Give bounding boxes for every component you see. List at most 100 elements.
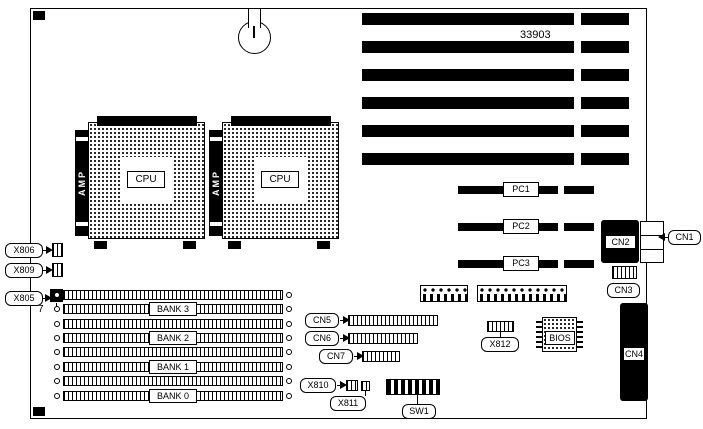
connector-label-sw1: SW1 bbox=[402, 404, 436, 419]
simm-slot-2-latch-left bbox=[54, 306, 60, 312]
simm-slot-3 bbox=[63, 319, 283, 329]
cn3-connector bbox=[612, 266, 637, 279]
connector-label-cn5: CN5 bbox=[305, 313, 339, 328]
pci-slot-2-label: PC2 bbox=[503, 219, 539, 234]
simm-slot-8-latch-left bbox=[54, 393, 60, 399]
simm-slot-7 bbox=[63, 376, 283, 386]
sw1-leader bbox=[417, 395, 418, 404]
cpu-1-pad-left bbox=[94, 241, 107, 249]
expansion-slot-6-segment-b bbox=[581, 153, 629, 165]
simm-slot-3-latch-right bbox=[286, 321, 292, 327]
cpu-2-amp-notch-bottom bbox=[210, 222, 222, 226]
pci-slot-1-segment-b bbox=[564, 186, 594, 194]
expansion-slot-2-segment-b bbox=[581, 41, 629, 53]
connector-label-x805: X805 bbox=[5, 291, 43, 306]
cpu-2-pad-right bbox=[317, 241, 330, 249]
x806-connector bbox=[52, 243, 63, 257]
expansion-slot-1-segment-a bbox=[362, 13, 574, 25]
connector-label-x806: X806 bbox=[5, 243, 43, 258]
simm-slot-5-latch-right bbox=[286, 349, 292, 355]
cn7-arrow bbox=[354, 352, 364, 360]
pci-slot-3-segment-b bbox=[564, 260, 594, 268]
x805-arrow bbox=[43, 294, 52, 302]
cn6-arrow bbox=[340, 334, 350, 342]
cpu-2-amp-notch-top bbox=[210, 137, 222, 141]
memory-bank-2-label: BANK 2 bbox=[149, 331, 197, 345]
x812-connector bbox=[487, 321, 514, 332]
cpu-1-amp-notch-bottom bbox=[76, 222, 88, 226]
connector-label-x809: X809 bbox=[5, 263, 43, 278]
cn7-connector bbox=[362, 351, 400, 362]
x812-leader bbox=[500, 332, 501, 337]
cn1-arrow bbox=[658, 233, 668, 241]
pin7-leader bbox=[56, 303, 57, 308]
simm-slot-1-latch-right bbox=[286, 292, 292, 298]
cn1-connector-divider-1 bbox=[641, 235, 663, 236]
cn2-label: CN2 bbox=[605, 235, 636, 249]
simm-slot-7-latch-left bbox=[54, 378, 60, 384]
connector-label-cn3: CN3 bbox=[607, 283, 640, 298]
connector-label-cn1: CN1 bbox=[668, 230, 701, 245]
mounting-pad-top-left bbox=[33, 11, 45, 20]
simm-slot-4-latch-left bbox=[54, 335, 60, 341]
sw1-dip-switch bbox=[386, 379, 440, 395]
expansion-slot-4-segment-b bbox=[581, 97, 629, 109]
bios-label: BIOS bbox=[545, 331, 575, 345]
simm-slot-4-latch-right bbox=[286, 335, 292, 341]
simm-slot-5-latch-left bbox=[54, 349, 60, 355]
cn1-connector bbox=[640, 221, 664, 263]
cn6-connector bbox=[348, 333, 418, 344]
simm-slot-2-latch-right bbox=[286, 306, 292, 312]
expansion-slot-6-segment-a bbox=[362, 153, 574, 165]
connector-label-x811: X811 bbox=[330, 396, 366, 411]
expansion-slot-3-segment-b bbox=[581, 69, 629, 81]
x809-arrow bbox=[43, 266, 53, 274]
cn5-connector bbox=[348, 315, 438, 326]
simm-slot-6-latch-right bbox=[286, 364, 292, 370]
x806-arrow bbox=[43, 246, 53, 254]
cpu-1-amp-notch-top bbox=[76, 137, 88, 141]
cpu-socket-2-lever-bar bbox=[231, 116, 331, 126]
memory-bank-3-label: BANK 3 bbox=[149, 302, 197, 316]
cn5-arrow bbox=[340, 316, 350, 324]
connector-label-cn6: CN6 bbox=[305, 331, 339, 346]
x811-leader bbox=[365, 391, 366, 396]
expansion-slot-2-segment-a bbox=[362, 41, 574, 53]
board-outline bbox=[30, 8, 647, 419]
x810-connector bbox=[346, 380, 358, 391]
simm-slot-7-latch-right bbox=[286, 378, 292, 384]
connector-label-cn7: CN7 bbox=[319, 349, 353, 364]
x809-connector bbox=[52, 263, 63, 277]
bios-pins-right bbox=[577, 321, 583, 348]
expansion-slot-5-segment-b bbox=[581, 125, 629, 137]
memory-bank-1-label: BANK 1 bbox=[149, 360, 197, 374]
simm-slot-6-latch-left bbox=[54, 364, 60, 370]
expansion-slot-3-segment-a bbox=[362, 69, 574, 81]
cpu-socket-1-lever-bar bbox=[97, 116, 197, 126]
keyhole-slot bbox=[253, 26, 255, 38]
cpu-1-pad-right bbox=[183, 241, 196, 249]
cpu-2-pad-left bbox=[228, 241, 241, 249]
simm-slot-5 bbox=[63, 347, 283, 357]
pin7-callout: 7 bbox=[38, 304, 44, 315]
simm-slot-1 bbox=[63, 290, 283, 300]
pci-slot-1-label: PC1 bbox=[503, 182, 539, 197]
pci-slot-3-label: PC3 bbox=[503, 256, 539, 271]
simm-slot-8-latch-right bbox=[286, 393, 292, 399]
jumper-block-2 bbox=[477, 285, 567, 302]
x811-connector bbox=[361, 381, 370, 391]
simm-slot-1-latch-left bbox=[54, 292, 60, 298]
cpu-2-label: CPU bbox=[261, 171, 299, 188]
keyhole-stem bbox=[248, 8, 261, 28]
cpu-2-amp-connector: AMP bbox=[209, 130, 223, 236]
x810-arrow bbox=[337, 381, 347, 389]
pci-slot-2-segment-b bbox=[564, 223, 594, 231]
cn4-label: CN4 bbox=[623, 347, 645, 361]
cn1-connector-divider-2 bbox=[641, 249, 663, 250]
expansion-slot-1-segment-b bbox=[581, 13, 629, 25]
bios-pins-left bbox=[536, 321, 542, 348]
memory-bank-0-label: BANK 0 bbox=[149, 389, 197, 403]
connector-label-x810: X810 bbox=[300, 378, 336, 393]
mounting-pad-bottom-left bbox=[33, 407, 45, 416]
